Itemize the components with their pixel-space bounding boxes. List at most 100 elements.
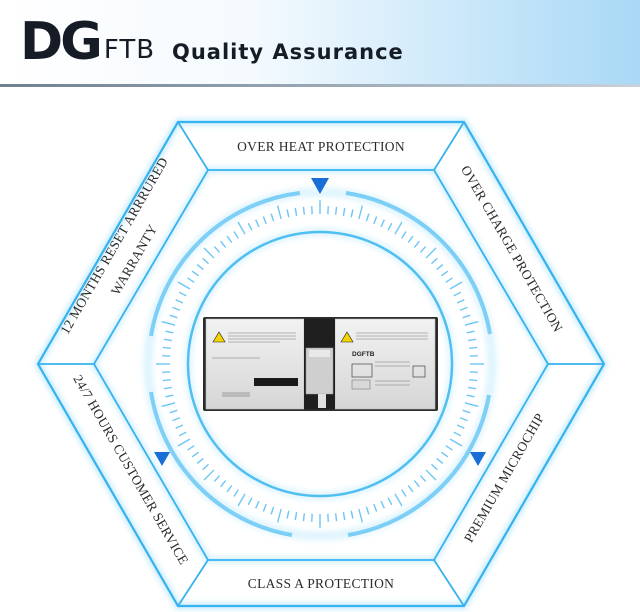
- label-customer-service: 24/7 HOURS CUSTOMER SERVICE: [70, 372, 191, 567]
- tick-mark: [468, 338, 477, 342]
- tick-mark: [172, 306, 181, 311]
- inner-ring: [184, 228, 456, 500]
- tick-mark: [365, 506, 370, 515]
- tick-mark: [468, 386, 477, 390]
- tick-mark: [161, 402, 176, 408]
- tick-mark: [255, 500, 260, 509]
- tick-mark: [380, 500, 385, 509]
- brand-logo: DG FTB: [20, 12, 156, 72]
- tick-mark: [394, 493, 403, 507]
- tick-mark: [177, 438, 191, 447]
- tick-mark: [358, 508, 364, 523]
- tick-mark: [466, 330, 475, 334]
- tick-mark: [165, 394, 174, 398]
- tick-mark: [187, 277, 195, 283]
- tick-mark: [436, 264, 444, 271]
- tick-mark: [431, 463, 438, 471]
- tick-mark: [453, 291, 462, 297]
- tick-mark: [425, 469, 437, 481]
- tick-mark: [162, 378, 171, 382]
- tick-mark: [453, 431, 462, 437]
- tick-mark: [407, 235, 414, 244]
- tick-mark: [469, 378, 478, 382]
- logo-mark: DG: [20, 12, 103, 72]
- tick-mark: [373, 503, 378, 512]
- tick-mark: [202, 257, 209, 265]
- logo-suffix: FTB: [103, 35, 156, 65]
- tick-mark: [358, 205, 364, 220]
- tick-mark: [449, 438, 463, 447]
- tick-mark: [350, 510, 354, 519]
- tick-mark: [203, 247, 215, 259]
- header-divider: [0, 84, 640, 87]
- tick-mark: [202, 463, 209, 471]
- tick-mark: [220, 240, 227, 248]
- tick-mark: [276, 508, 282, 523]
- tick-mark: [237, 221, 246, 235]
- tick-mark: [462, 409, 471, 414]
- tick-mark: [175, 424, 184, 429]
- tick-mark: [413, 240, 420, 248]
- label-over-heat-protection: OVER HEAT PROTECTION: [237, 139, 405, 154]
- tick-mark: [462, 314, 471, 319]
- tick-mark: [270, 213, 275, 222]
- label-over-charge-protection: OVER CHARGE PROTECTION: [458, 163, 566, 335]
- tick-mark: [459, 417, 468, 422]
- tick-mark: [163, 386, 172, 390]
- tick-mark: [387, 222, 393, 231]
- tick-mark: [220, 480, 227, 488]
- tick-mark: [334, 206, 338, 215]
- tick-mark: [276, 205, 282, 220]
- tick-mark: [445, 277, 453, 283]
- tick-mark: [178, 291, 187, 297]
- arrow-right-icon: [470, 452, 486, 466]
- header-banner: DG FTB Quality Assurance: [0, 0, 640, 86]
- tick-mark: [464, 402, 479, 408]
- tick-mark: [459, 306, 468, 311]
- tick-mark: [196, 264, 204, 271]
- label-class-a-protection: CLASS A PROTECTION: [248, 576, 394, 591]
- header-title: Quality Assurance: [172, 40, 404, 64]
- arrow-top-icon: [311, 178, 329, 194]
- tick-mark: [169, 409, 178, 414]
- tick-mark: [286, 209, 290, 218]
- tick-mark: [394, 221, 403, 235]
- tick-mark: [247, 497, 253, 506]
- tick-mark: [233, 489, 239, 497]
- tick-mark: [294, 207, 298, 216]
- tick-mark: [413, 480, 420, 488]
- tick-mark: [401, 489, 407, 497]
- tick-mark: [162, 346, 171, 350]
- tick-mark: [334, 513, 338, 522]
- tick-mark: [237, 493, 246, 507]
- arrow-left-icon: [154, 452, 170, 466]
- tick-mark: [380, 219, 385, 228]
- tick-mark: [466, 394, 475, 398]
- tick-mark: [302, 206, 306, 215]
- tick-mark: [161, 320, 176, 326]
- tick-mark: [191, 270, 200, 277]
- tick-mark: [163, 338, 172, 342]
- tick-mark: [191, 451, 200, 458]
- tick-mark: [270, 506, 275, 515]
- tick-mark: [286, 510, 290, 519]
- battery-pack: DGFTB: [203, 317, 438, 411]
- tick-mark: [165, 330, 174, 334]
- tick-mark: [440, 451, 449, 458]
- battery-brand: DGFTB: [352, 351, 375, 358]
- tick-mark: [440, 270, 449, 277]
- hexagon-spokes: [38, 121, 604, 607]
- tick-mark: [187, 445, 195, 451]
- tick-mark: [407, 484, 414, 493]
- tick-mark: [445, 445, 453, 451]
- tick-mark: [178, 431, 187, 437]
- tick-mark: [342, 512, 346, 521]
- tick-mark: [425, 247, 437, 259]
- tick-mark: [373, 216, 378, 225]
- tick-mark: [456, 424, 465, 429]
- tick-mark: [226, 235, 233, 244]
- tick-mark: [203, 469, 215, 481]
- tick-mark: [342, 207, 346, 216]
- tick-mark: [177, 281, 191, 290]
- tick-mark: [294, 512, 298, 521]
